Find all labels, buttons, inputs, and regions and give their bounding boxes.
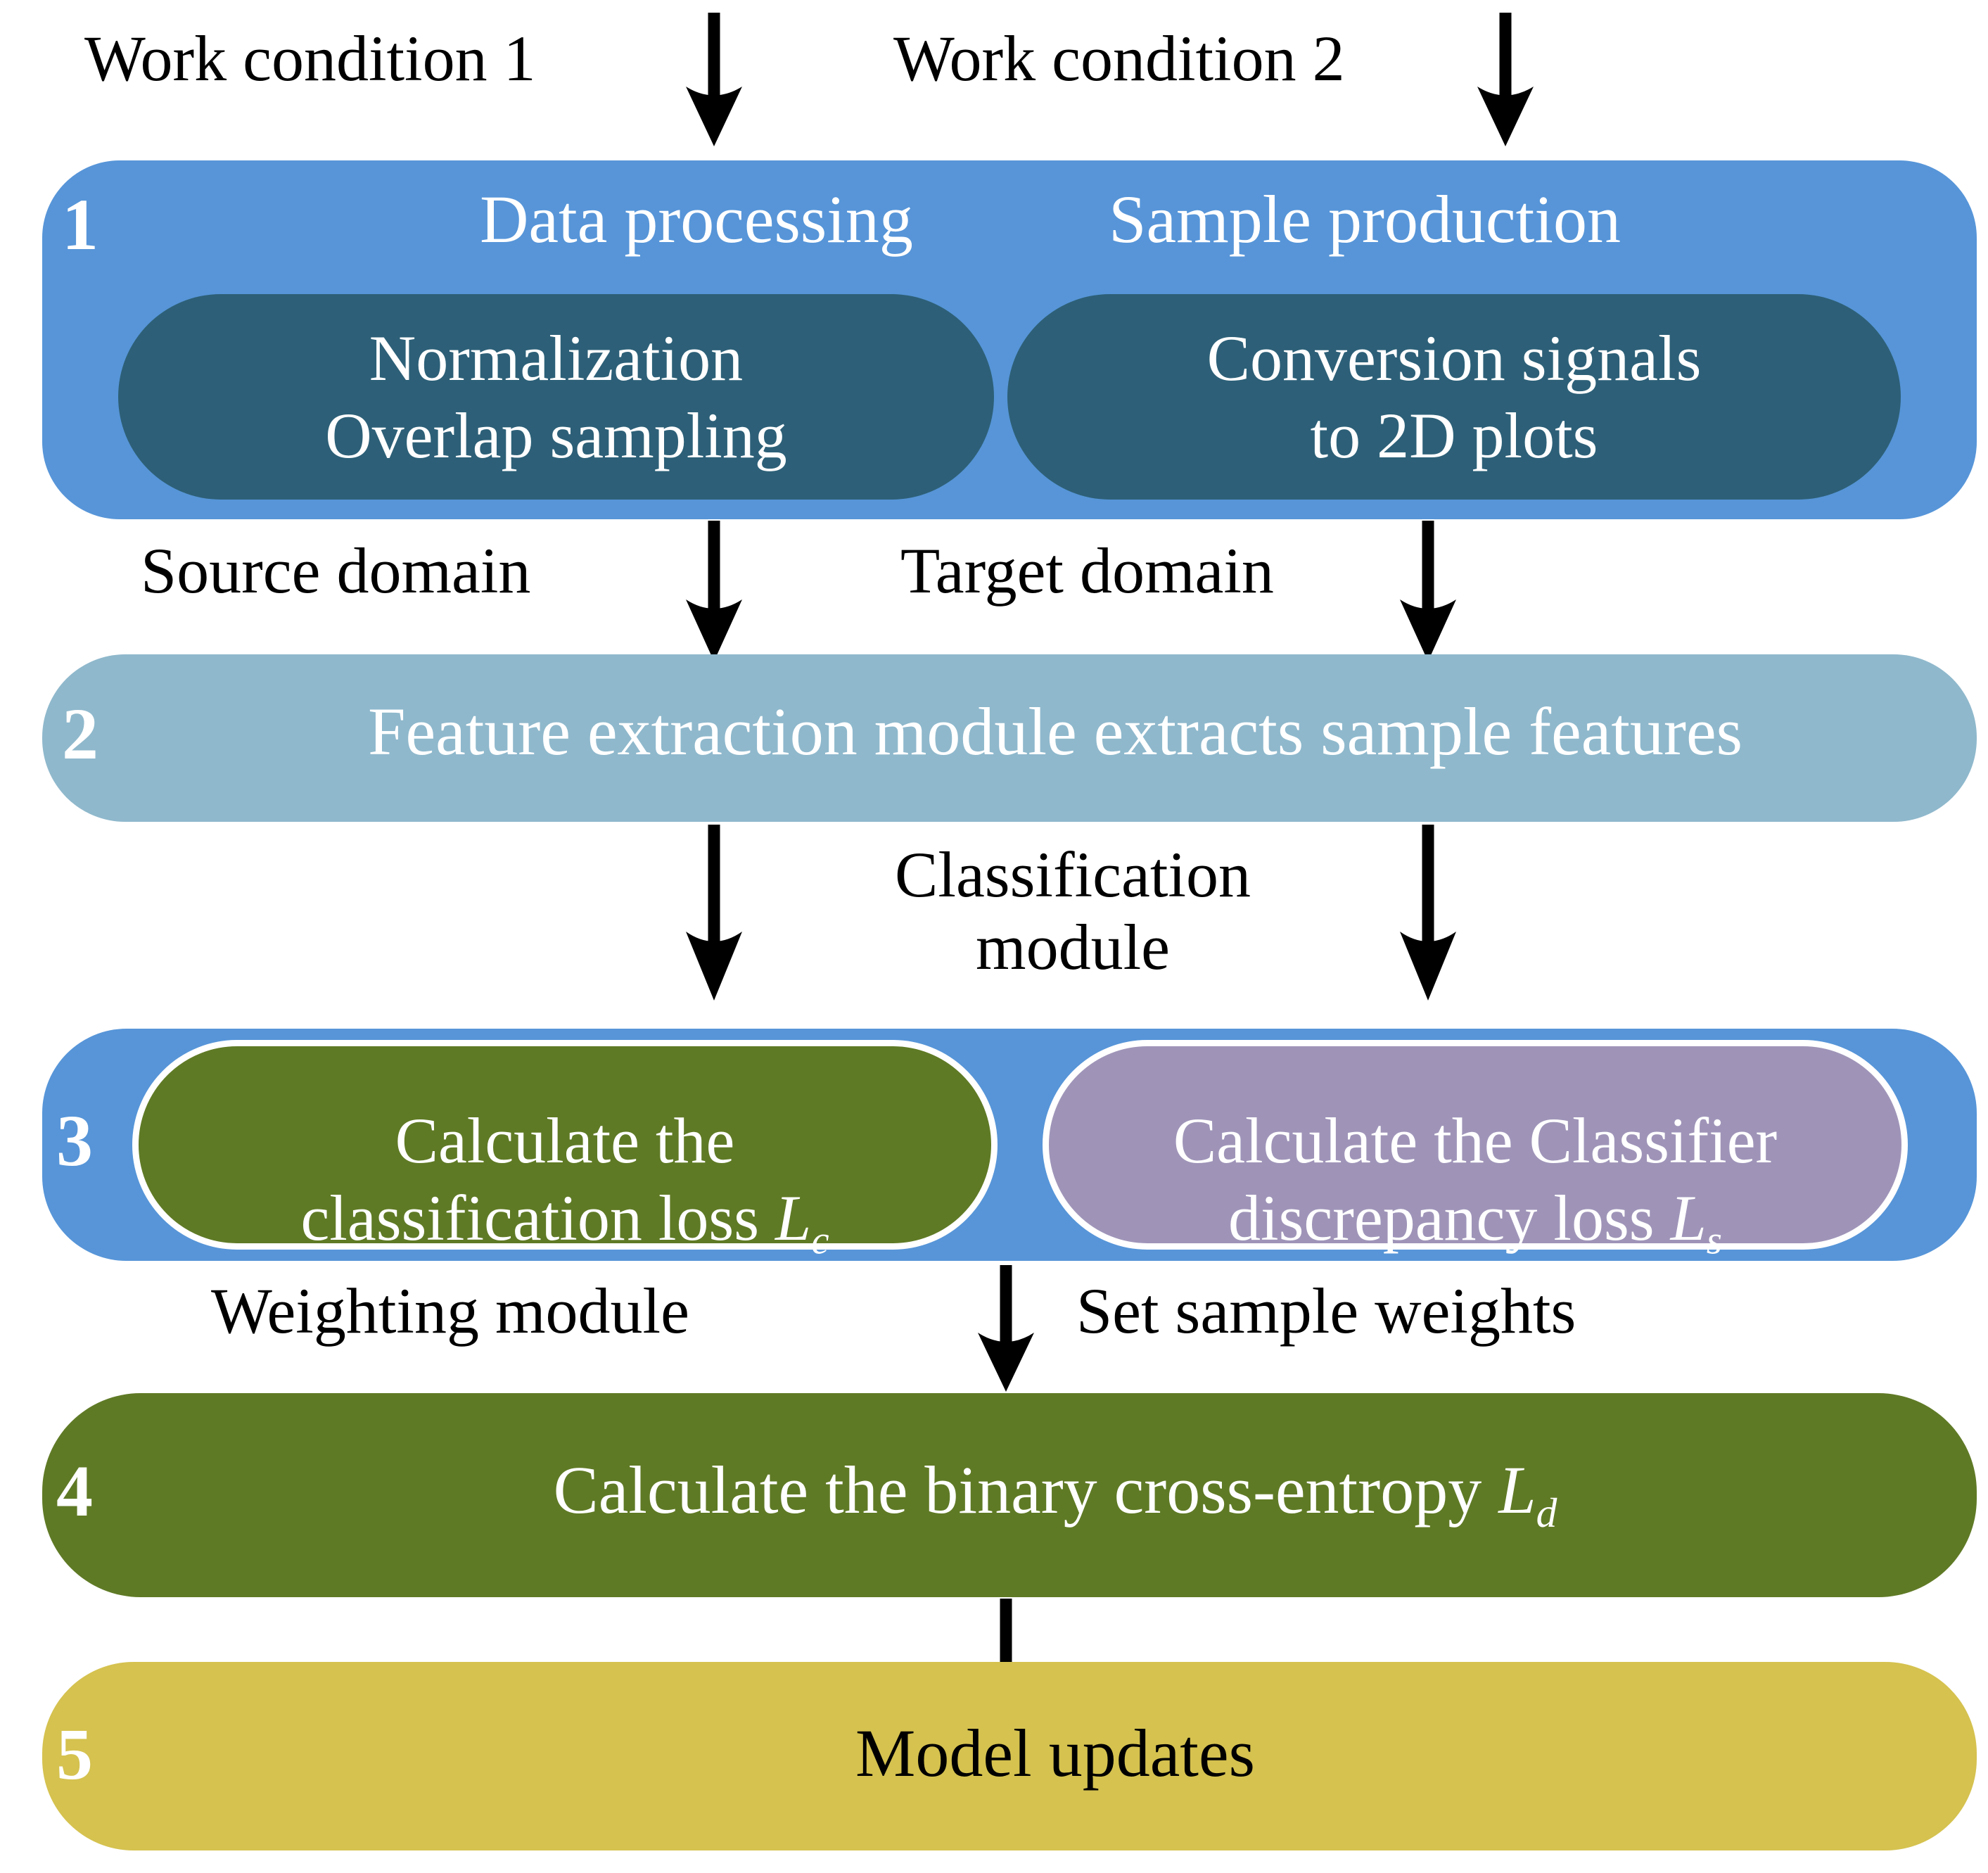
- arrow-source-domain: [672, 521, 756, 661]
- arrow-step2-to-step3-right: [1386, 825, 1470, 1001]
- connector-label-set-sample-weights: Set sample weights: [1076, 1275, 1576, 1347]
- step-1-title-data-processing: Data processing: [480, 182, 913, 257]
- step-2-number: 2: [62, 694, 98, 775]
- step-1-title-sample-production: Sample production: [1109, 182, 1621, 257]
- connector-label-work-condition-1: Work condition 1: [84, 23, 536, 94]
- step-3-subblock-discrepancy-loss-label: Calculate the Classifier discrepancy los…: [1173, 1105, 1778, 1263]
- step-3-subblock-discrepancy-loss[interactable]: Calculate the Classifier discrepancy los…: [1043, 1040, 1908, 1263]
- connector-label-source-domain: Source domain: [141, 535, 531, 607]
- step-1-number: 1: [62, 184, 98, 265]
- arrow-step3-to-step4: [964, 1265, 1048, 1392]
- arrow-step2-to-step3-left: [672, 825, 756, 1001]
- connector-label-classification-module: Classification module: [895, 839, 1251, 984]
- step-5-title: Model updates: [855, 1715, 1255, 1791]
- step-1-subblock-conversion-label: Conversion signals to 2D plots: [1206, 322, 1702, 471]
- step-3-number: 3: [56, 1100, 93, 1181]
- arrow-work-condition-2: [1463, 13, 1548, 146]
- step-4-title: Calculate the binary cross-entropy Ld: [553, 1452, 1557, 1537]
- step-2-title: Feature extraction module extracts sampl…: [368, 694, 1742, 769]
- step-5-block[interactable]: [42, 1662, 1977, 1850]
- step-4-number: 4: [56, 1451, 93, 1532]
- step-2-block[interactable]: [42, 654, 1977, 822]
- connector-label-target-domain: Target domain: [900, 535, 1274, 607]
- connector-label-weighting-module: Weighting module: [211, 1275, 689, 1347]
- step-5-number: 5: [56, 1714, 93, 1795]
- step-1-subblock-conversion[interactable]: Conversion signals to 2D plots: [1007, 294, 1901, 500]
- arrow-work-condition-1: [672, 13, 756, 146]
- step-3-subblock-classification-loss-label: Calculate the classification loss Lc: [300, 1105, 829, 1263]
- arrow-target-domain: [1386, 521, 1470, 661]
- step-3-subblock-classification-loss[interactable]: Calculate the classification loss Lc: [132, 1040, 998, 1263]
- connector-label-work-condition-2: Work condition 2: [893, 23, 1345, 94]
- step-1-subblock-normalization-label: Normalization Overlap sampling: [325, 322, 787, 471]
- step-1-subblock-normalization[interactable]: Normalization Overlap sampling: [118, 294, 994, 500]
- step-4-block[interactable]: [42, 1393, 1977, 1597]
